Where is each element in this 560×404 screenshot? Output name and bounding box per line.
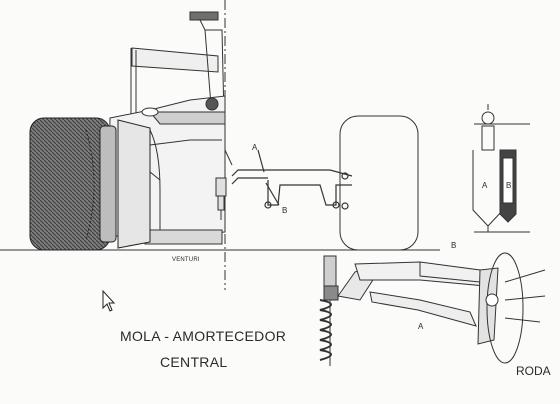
upper-arm [231, 149, 353, 210]
front-wheel-outline [339, 115, 419, 251]
rear-tire [29, 117, 151, 251]
car-hub [215, 177, 227, 220]
caption-line-1: MOLA - AMORTECEDOR [120, 328, 287, 344]
caption-line-2: CENTRAL [160, 354, 228, 370]
label-a-upper: A [252, 143, 258, 152]
rear-wing [130, 11, 225, 119]
label-b-lower: B [451, 241, 457, 250]
mouse-cursor-icon [102, 289, 116, 312]
label-b-upper: B [282, 206, 288, 215]
roda-label: RODA [516, 364, 551, 378]
label-b-damper: B [506, 181, 512, 190]
damper-detail [472, 104, 530, 233]
venturi-label: VENTURI [172, 257, 200, 263]
suspension-assembly [319, 252, 546, 366]
label-a-lower: A [418, 322, 424, 331]
label-a-damper: A [482, 181, 488, 190]
